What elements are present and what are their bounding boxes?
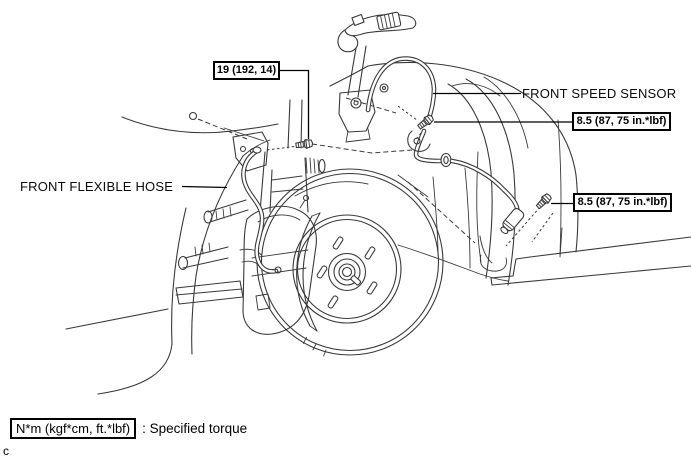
sensor-clamp-bolt-icon bbox=[415, 112, 436, 132]
bumper-outline bbox=[66, 140, 270, 394]
leader-lines bbox=[182, 71, 573, 204]
wheel-hub bbox=[329, 254, 366, 291]
suspension-parts bbox=[176, 200, 262, 304]
sensor-connector bbox=[377, 12, 401, 30]
brake-caliper bbox=[243, 196, 320, 335]
rocker-sill bbox=[480, 228, 691, 285]
torque-callout-sensor-lower: 8.5 (87, 75 in.*lbf) bbox=[573, 193, 672, 212]
wheel-studs bbox=[316, 236, 377, 309]
torque-callout-sensor-upper: 8.5 (87, 75 in.*lbf) bbox=[572, 112, 671, 131]
legend-units-box: N*m (kgf*cm, ft.*lbf) bbox=[10, 418, 137, 439]
torque-legend: N*m (kgf*cm, ft.*lbf) : Specified torque bbox=[10, 418, 247, 439]
sensor-mount-bolt-icon bbox=[534, 191, 554, 211]
hood-line bbox=[122, 66, 368, 141]
footnote-marker: c bbox=[3, 444, 9, 458]
label-front-flexible-hose: FRONT FLEXIBLE HOSE bbox=[20, 179, 174, 194]
speed-sensor-harness bbox=[338, 12, 416, 97]
label-front-speed-sensor: FRONT SPEED SENSOR bbox=[522, 86, 677, 101]
front-speed-sensor-wire bbox=[368, 59, 517, 214]
sensor-head bbox=[498, 207, 525, 236]
legend-caption: : Specified torque bbox=[142, 421, 248, 436]
union-bolt-icon bbox=[294, 138, 314, 151]
steering-knuckle bbox=[233, 100, 325, 212]
torque-callout-union-bolt: 19 (192, 14) bbox=[213, 61, 280, 80]
sensor-mounting-bracket bbox=[339, 84, 388, 142]
brake-rotor bbox=[257, 169, 443, 356]
front-flexible-hose-tube bbox=[243, 147, 281, 273]
wire-clamp bbox=[408, 131, 430, 151]
